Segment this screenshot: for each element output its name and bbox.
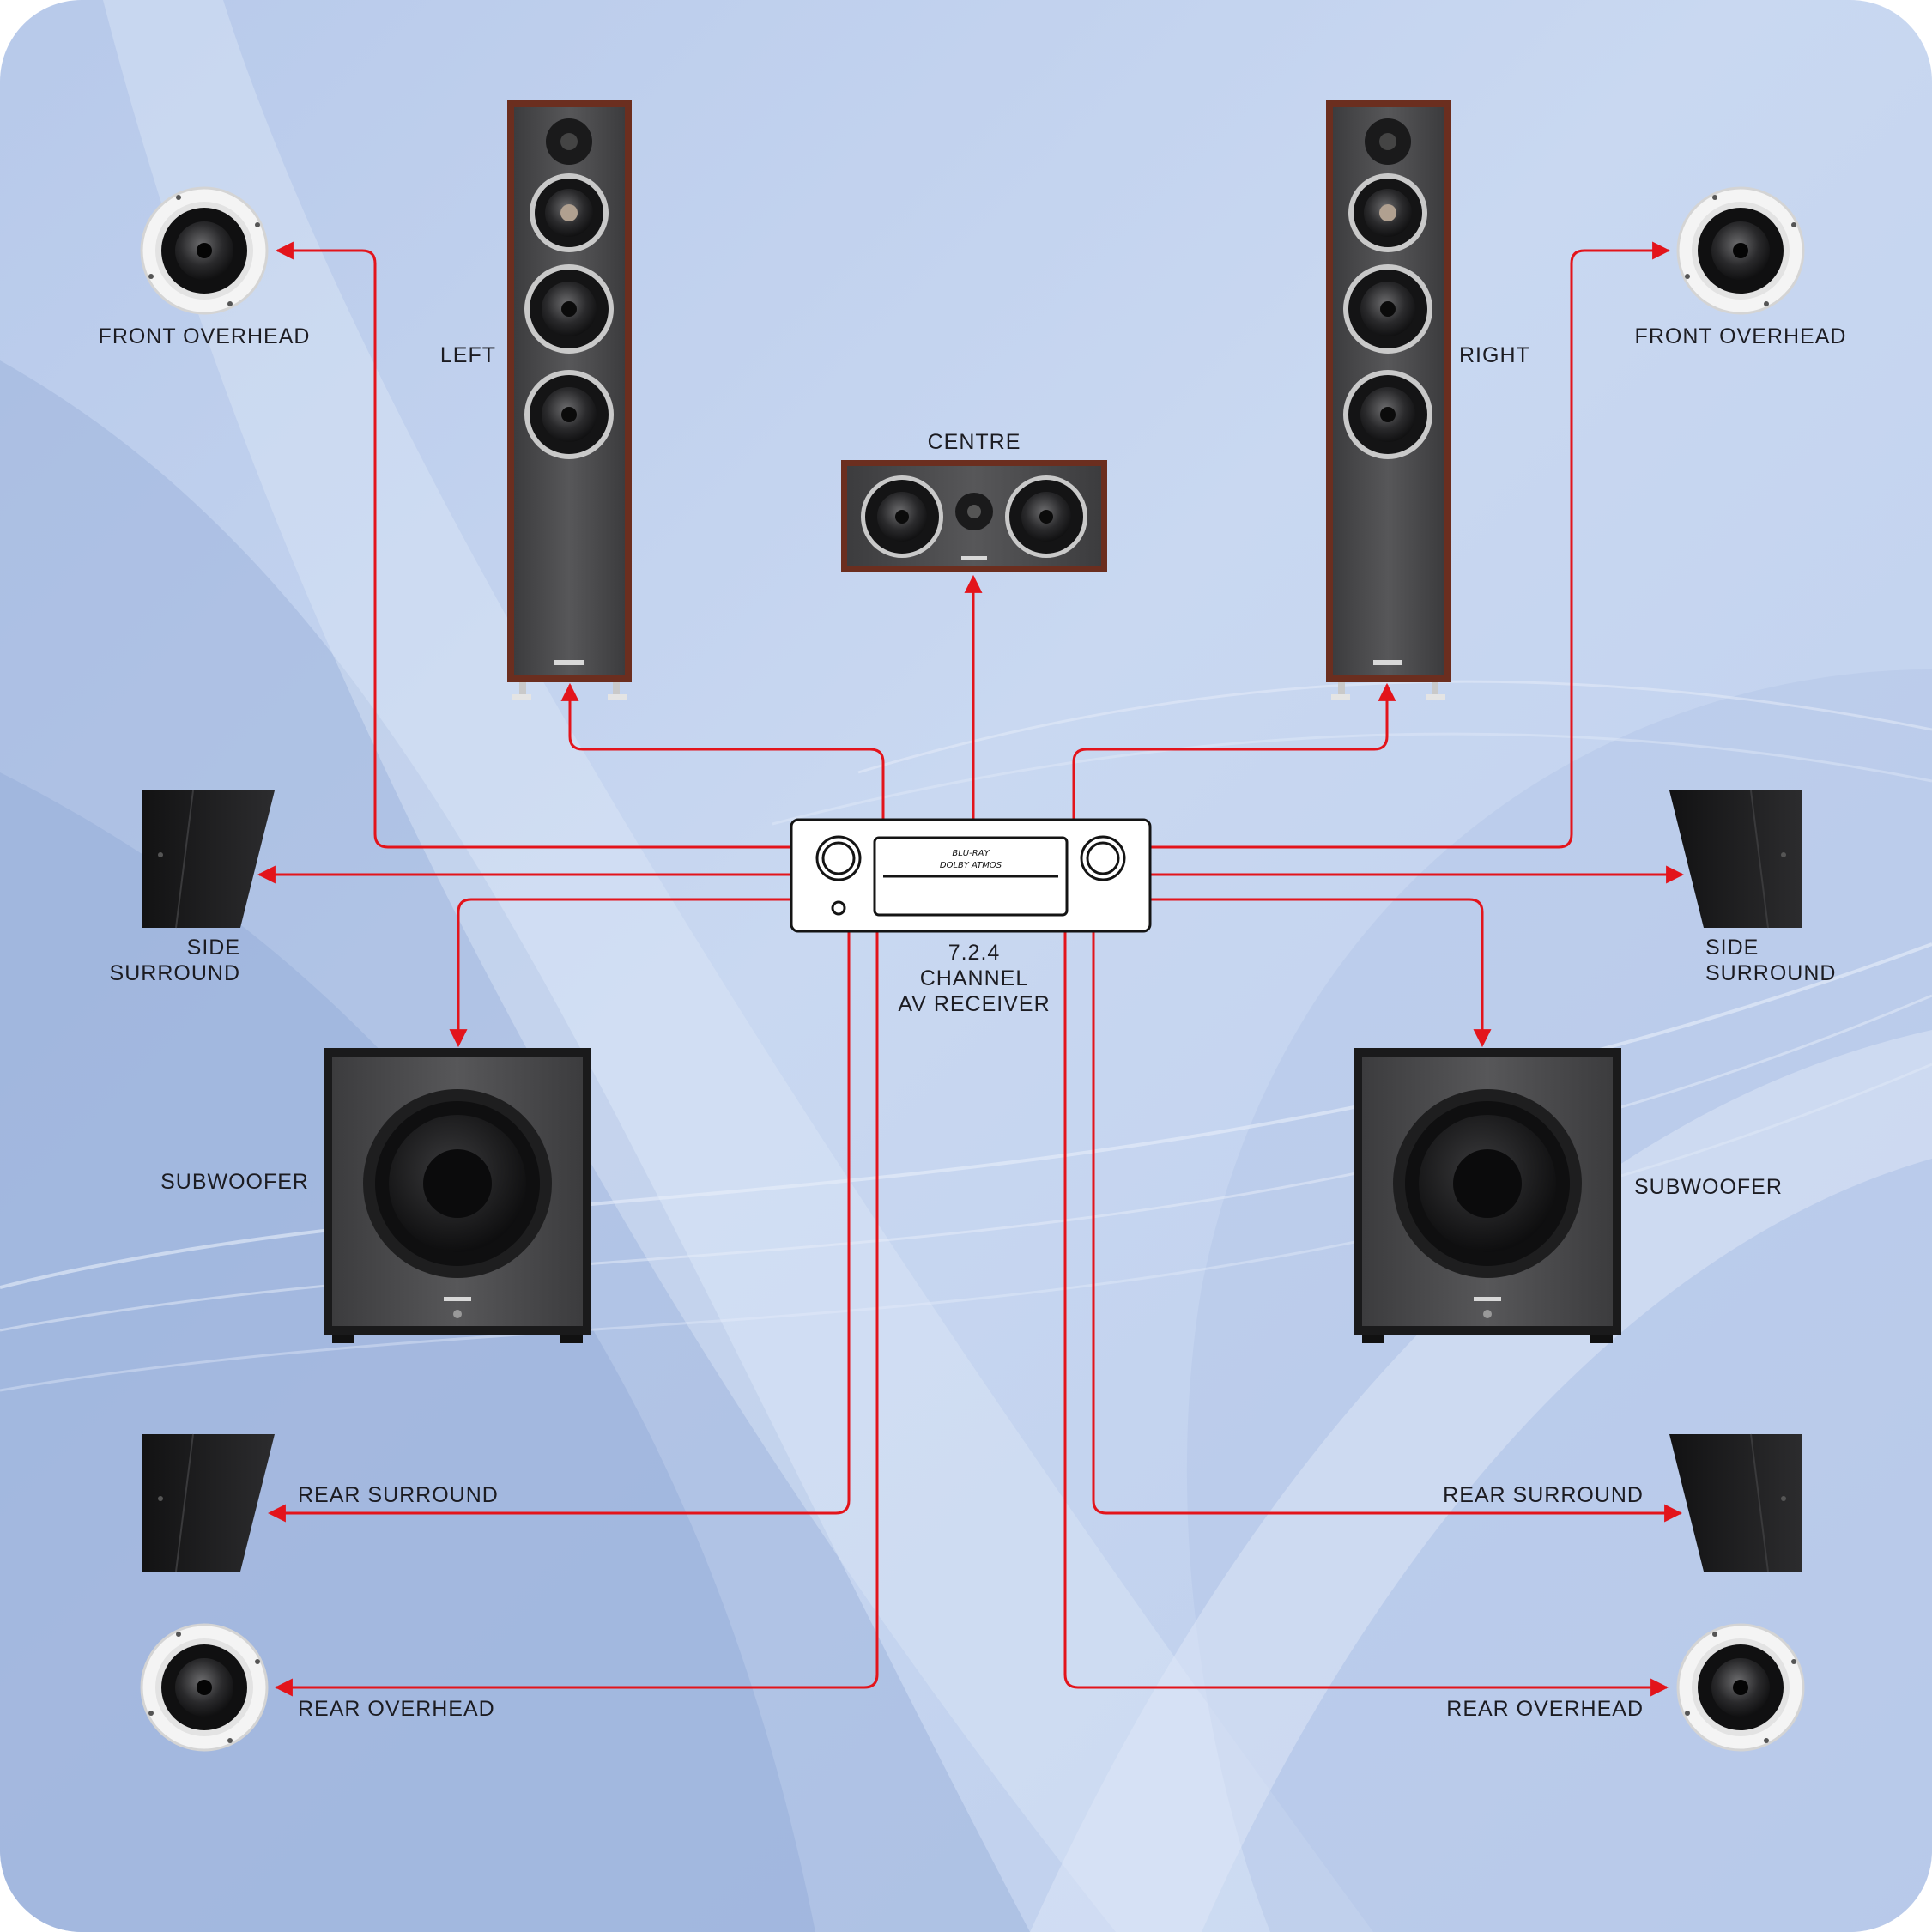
centre-speaker-icon (841, 460, 1107, 572)
front-overhead-right-speaker-icon (1676, 186, 1805, 315)
wire-right (1072, 682, 1396, 820)
rear-surround-right-speaker-icon (1669, 1433, 1802, 1572)
wire-rear-overhead-right (1063, 931, 1669, 1697)
label-receiver: 7.2.4 CHANNEL AV RECEIVER (875, 940, 1073, 1017)
subwoofer-right-icon (1354, 1048, 1621, 1343)
rear-surround-left-speaker-icon (142, 1433, 275, 1572)
label-receiver-line-1: 7.2.4 (948, 941, 1001, 965)
label-subwoofer-left: SUBWOOFER (160, 1170, 309, 1194)
av-receiver-icon: BLU-RAY DOLBY ATMOS (790, 818, 1152, 933)
receiver-display-line-2: DOLBY ATMOS (940, 861, 1002, 870)
wiring (257, 241, 1685, 1697)
wire-front-overhead-left (275, 241, 791, 849)
left-tower-speaker-icon (507, 100, 632, 700)
label-side-surround-left-line-2: SURROUND (109, 961, 240, 985)
label-rear-overhead-left: REAR OVERHEAD (298, 1697, 495, 1721)
label-subwoofer-right: SUBWOOFER (1634, 1175, 1783, 1199)
wire-rear-surround-left (267, 931, 851, 1523)
label-left: LEFT (439, 343, 496, 367)
wire-left (560, 682, 885, 820)
wire-subwoofer-right (1150, 898, 1492, 1048)
label-front-overhead-left: FRONT OVERHEAD (98, 324, 311, 348)
wire-subwoofer-left (449, 898, 791, 1048)
label-right: RIGHT (1459, 343, 1530, 367)
label-front-overhead-right: FRONT OVERHEAD (1634, 324, 1847, 348)
label-side-surround-right-line-2: SURROUND (1705, 961, 1837, 985)
wire-front-overhead-right (1150, 241, 1671, 849)
side-surround-left-speaker-icon (142, 790, 275, 929)
label-side-surround-left: SIDE SURROUND (86, 935, 240, 986)
label-receiver-line-2: CHANNEL (919, 966, 1029, 990)
receiver-display-line-1: BLU-RAY (952, 849, 990, 858)
wire-rear-surround-right (1092, 931, 1683, 1523)
label-centre: CENTRE (927, 430, 1021, 454)
label-side-surround-right: SIDE SURROUND (1705, 935, 1877, 986)
label-receiver-line-3: AV RECEIVER (898, 992, 1051, 1016)
side-surround-right-speaker-icon (1669, 790, 1802, 929)
right-tower-speaker-icon (1326, 100, 1451, 700)
label-rear-overhead-right: REAR OVERHEAD (1446, 1697, 1644, 1721)
subwoofer-left-icon (324, 1048, 591, 1343)
label-side-surround-right-line-1: SIDE (1705, 936, 1759, 960)
front-overhead-left-speaker-icon (140, 186, 269, 315)
label-rear-surround-left: REAR SURROUND (298, 1483, 499, 1507)
rear-overhead-left-speaker-icon (140, 1623, 269, 1752)
rear-overhead-right-speaker-icon (1676, 1623, 1805, 1752)
label-side-surround-left-line-1: SIDE (186, 936, 240, 960)
label-rear-surround-right: REAR SURROUND (1443, 1483, 1644, 1507)
wire-rear-overhead-left (274, 931, 879, 1697)
